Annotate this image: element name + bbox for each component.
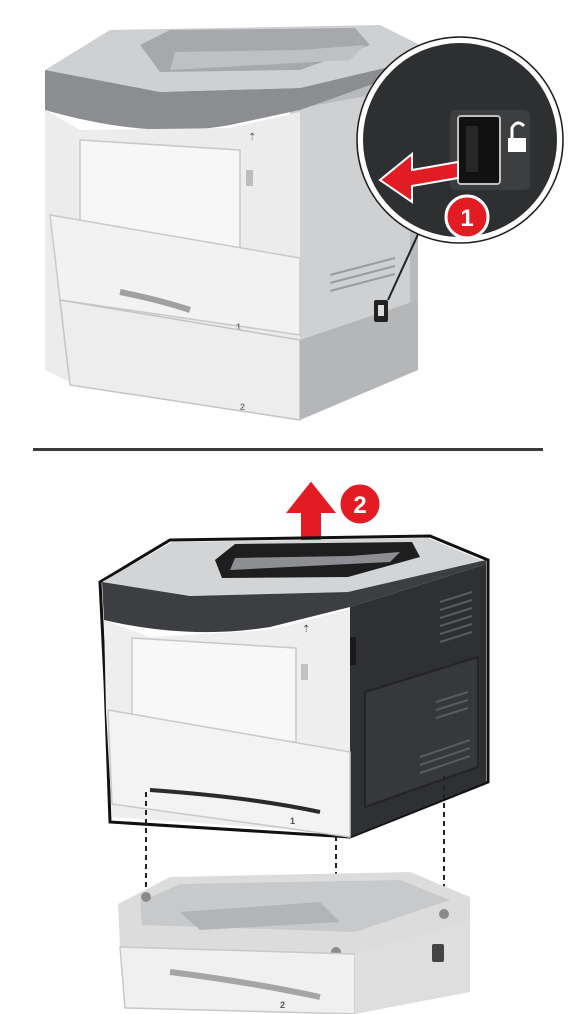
step-1-illustration: ⇡ 1 2 1 xyxy=(0,0,576,440)
step-1-panel: ⇡ 1 2 1 xyxy=(0,0,576,440)
step-2-badge: 2 xyxy=(339,483,381,525)
usb-icon: ⇡ xyxy=(302,624,310,635)
printer-lifted: ⇡ 1 xyxy=(100,536,488,837)
tray-2-label: 2 xyxy=(280,1000,285,1010)
panel-divider xyxy=(33,448,543,451)
step-1-number: 1 xyxy=(460,205,473,232)
step-1-badge: 1 xyxy=(446,196,488,238)
alignment-pin xyxy=(439,909,449,919)
step-2-number: 2 xyxy=(353,492,366,519)
step-2-panel: 2 ⇡ 1 xyxy=(0,452,576,1014)
tray-1-label: 1 xyxy=(290,816,295,826)
alignment-pin xyxy=(141,892,151,902)
tray-2-label: 2 xyxy=(240,402,245,412)
tray-latch xyxy=(432,944,444,962)
optional-tray-2: 2 xyxy=(118,872,470,1014)
latch-slider xyxy=(458,116,500,184)
step-2-illustration: 2 ⇡ 1 xyxy=(0,452,576,1014)
usb-icon: ⇡ xyxy=(248,132,256,143)
